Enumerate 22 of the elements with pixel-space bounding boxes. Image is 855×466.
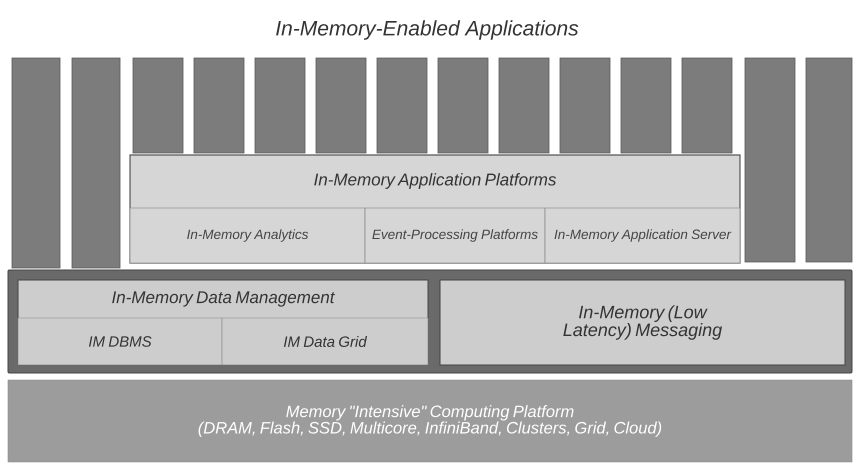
table-cell: In-Memory Application Server — [544, 208, 740, 264]
messaging-box: In-Memory (Low Latency) Messaging — [440, 280, 846, 366]
vertical-bar — [744, 58, 796, 262]
vertical-bar — [254, 58, 306, 154]
table-cell: Event-Processing Platforms — [364, 208, 546, 264]
vertical-bar — [620, 58, 672, 154]
table-cell: In-Memory Analytics — [130, 208, 366, 264]
vertical-bar — [72, 58, 120, 268]
table-cell: IM DBMS — [18, 318, 222, 366]
vertical-bar — [438, 58, 488, 154]
vertical-bar — [498, 58, 550, 154]
vertical-bar — [806, 58, 852, 262]
vertical-bar — [316, 58, 366, 154]
vertical-bar — [682, 58, 732, 154]
vertical-bar — [12, 58, 60, 268]
table-cell: IM Data Grid — [222, 318, 428, 366]
vertical-bar — [376, 58, 428, 154]
vertical-bar — [194, 58, 244, 154]
title: In-Memory-Enabled Applications — [276, 20, 578, 40]
platform-band: Memory "Intensive" Computing Platform (DRAM, Flash, SSD, Multicore, InfiniBand, Clusters, Grid, Cloud) — [8, 380, 852, 462]
vertical-bar — [560, 58, 610, 154]
vertical-bar — [132, 58, 184, 154]
